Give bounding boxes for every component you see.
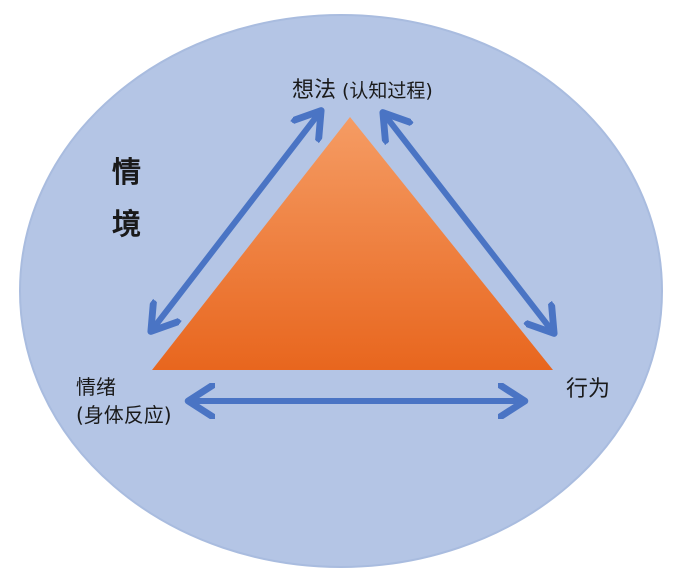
arrow-emotion-thought	[152, 112, 320, 330]
situation-text-line2: 境	[112, 206, 142, 241]
situation-label: 情 境	[112, 147, 141, 250]
thought-subtext: (认知过程)	[342, 80, 433, 102]
emotion-label: 情绪 (身体反应)	[76, 373, 172, 430]
thought-text: 想法	[292, 78, 337, 103]
behavior-label: 行为	[566, 377, 611, 402]
thought-label: 想法(认知过程)	[292, 72, 433, 104]
emotion-text: 情绪	[76, 375, 116, 399]
situation-text-line1: 情	[112, 155, 142, 189]
arrow-thought-behavior	[384, 114, 553, 332]
emotion-subtext: (身体反应)	[76, 403, 172, 428]
